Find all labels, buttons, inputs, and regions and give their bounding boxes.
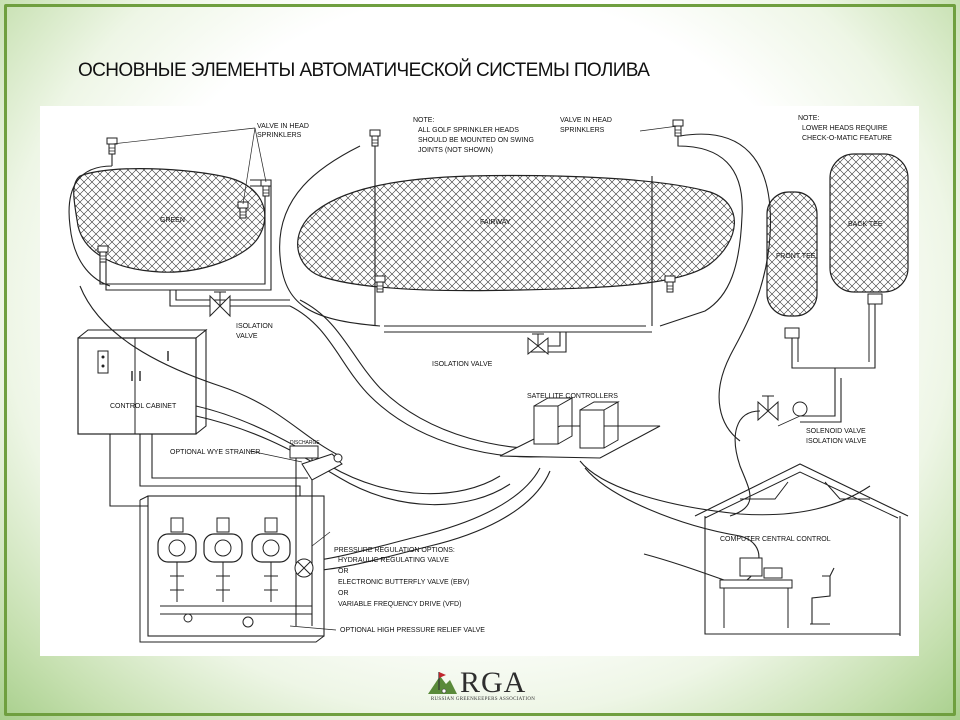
satellite-controller xyxy=(579,409,605,449)
label-note-right-1: NOTE: xyxy=(798,115,819,122)
label-valve-in-head-right-2: SPRINKLERS xyxy=(560,127,605,134)
label-back-tee: BACK TEE xyxy=(848,221,883,228)
fairway-area xyxy=(297,174,735,292)
label-note-center-3: SHOULD BE MOUNTED ON SWING xyxy=(418,137,534,144)
slide-title: ОСНОВНЫЕ ЭЛЕМЕНТЫ АВТОМАТИЧЕСКОЙ СИСТЕМЫ… xyxy=(78,60,650,81)
golf-flag-icon xyxy=(428,672,457,694)
label-valve-in-head-left-1: VALVE IN HEAD xyxy=(257,123,309,130)
office-chair-icon xyxy=(810,567,835,625)
front-tee-area xyxy=(766,191,818,317)
label-isolation-valve-left-1: ISOLATION xyxy=(236,323,273,330)
slide-frame xyxy=(4,4,956,716)
building-roof xyxy=(694,463,909,517)
label-pressure-options-2: HYDRAULIC REGULATING VALVE xyxy=(338,557,449,564)
label-computer-central-control: COMPUTER CENTRAL CONTROL xyxy=(720,536,831,543)
control-cabinet xyxy=(77,337,197,435)
pump-icon xyxy=(251,517,291,602)
computer-monitor-icon xyxy=(739,557,763,577)
sprinkler-head-icon xyxy=(369,129,381,147)
sprinkler-head-icon xyxy=(97,245,109,263)
label-fairway: FAIRWAY xyxy=(480,219,511,226)
sprinkler-head-icon xyxy=(260,179,272,197)
satellite-controller xyxy=(533,405,559,445)
label-pressure-options-1: PRESSURE REGULATION OPTIONS: xyxy=(334,547,455,554)
label-isolation-valve-center: ISOLATION VALVE xyxy=(432,361,493,368)
green-area xyxy=(73,168,266,273)
label-discharge: DISCHARGE xyxy=(290,440,320,446)
label-pressure-options-3: OR xyxy=(338,568,349,575)
label-solenoid-valve: SOLENOID VALVE xyxy=(806,428,866,435)
label-note-center-4: JOINTS (NOT SHOWN) xyxy=(418,147,493,154)
label-pressure-options-6: VARIABLE FREQUENCY DRIVE (VFD) xyxy=(338,601,461,608)
pump-icon xyxy=(203,517,243,602)
sprinkler-head-icon xyxy=(672,119,684,137)
label-control-cabinet: CONTROL CABINET xyxy=(110,403,177,410)
label-isolation-valve-right: ISOLATION VALVE xyxy=(806,438,867,445)
computer-desk xyxy=(719,579,793,589)
rga-logo: RGA RUSSIAN GREENKEEPERS ASSOCIATION xyxy=(418,664,548,710)
label-satellite-controllers: SATELLITE CONTROLLERS xyxy=(527,393,618,400)
label-relief-valve: OPTIONAL HIGH PRESSURE RELIEF VALVE xyxy=(340,627,485,634)
label-valve-in-head-right-1: VALVE IN HEAD xyxy=(560,117,612,124)
logo-subtitle: RUSSIAN GREENKEEPERS ASSOCIATION xyxy=(430,697,536,702)
label-note-center-2: ALL GOLF SPRINKLER HEADS xyxy=(418,127,519,134)
label-optional-wye-strainer: OPTIONAL WYE STRAINER xyxy=(170,449,260,456)
irrigation-diagram: VALVE IN HEAD SPRINKLERS NOTE: ALL GOLF … xyxy=(40,106,919,656)
sprinkler-head-icon xyxy=(664,275,676,293)
label-valve-in-head-left-2: SPRINKLERS xyxy=(257,132,302,139)
label-isolation-valve-left-2: VALVE xyxy=(236,333,258,340)
label-note-right-3: CHECK-O-MATIC FEATURE xyxy=(802,135,892,142)
label-pressure-options-5: OR xyxy=(338,590,349,597)
label-front-tee: FRONT TEE xyxy=(776,253,816,260)
label-green: GREEN xyxy=(160,217,185,224)
logo-name: RGA xyxy=(460,666,527,699)
label-pressure-options-4: ELECTRONIC BUTTERFLY VALVE (EBV) xyxy=(338,579,469,586)
sprinkler-head-icon xyxy=(106,137,118,155)
sprinkler-head-icon xyxy=(374,275,386,293)
label-note-right-2: LOWER HEADS REQUIRE xyxy=(802,125,888,132)
back-tee-area xyxy=(829,153,909,293)
pump-icon xyxy=(157,517,197,602)
sprinkler-head-icon xyxy=(237,201,249,219)
label-note-center-1: NOTE: xyxy=(413,117,434,124)
